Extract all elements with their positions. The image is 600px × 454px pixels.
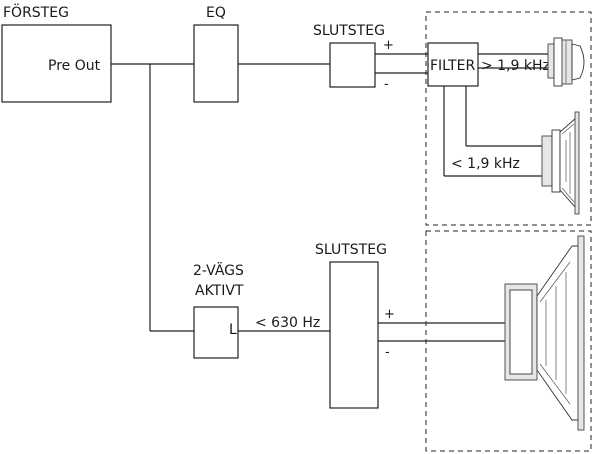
low-pass-label: < 1,9 kHz: [451, 156, 520, 172]
plus-bottom-label: +: [384, 307, 395, 322]
forsteg-box: [1, 24, 112, 103]
plus-top-label: +: [383, 38, 394, 53]
upper-speaker-enclosure: [425, 11, 592, 226]
pre-out-label: Pre Out: [48, 58, 101, 74]
eq-label: EQ: [206, 5, 226, 21]
forsteg-label: FÖRSTEG: [3, 3, 69, 21]
slutsteg-bottom-box: [329, 261, 379, 409]
minus-bottom-label: -: [385, 345, 390, 360]
filter-box: [427, 42, 479, 87]
woofer-speaker-icon: [504, 235, 585, 431]
filter-label: FILTER: [430, 58, 475, 74]
minus-top-label: -: [384, 77, 389, 92]
two-way-label-line2: AKTIVT: [195, 283, 244, 299]
slutsteg-top-box: [329, 42, 376, 88]
midrange-speaker-icon: [541, 111, 580, 215]
slutsteg-bottom-label: SLUTSTEG: [315, 242, 387, 258]
two-way-active-box: [193, 306, 239, 359]
two-way-label-line1: 2-VÄGS: [193, 261, 244, 279]
tweeter-speaker-icon: [547, 37, 585, 87]
lowpass-630-label: < 630 Hz: [255, 315, 320, 331]
slutsteg-top-label: SLUTSTEG: [313, 23, 385, 39]
signal-wires: [111, 53, 548, 342]
channel-l-label: L: [229, 322, 237, 338]
eq-box: [193, 24, 239, 103]
high-pass-label: > 1,9 kHz: [481, 58, 550, 74]
